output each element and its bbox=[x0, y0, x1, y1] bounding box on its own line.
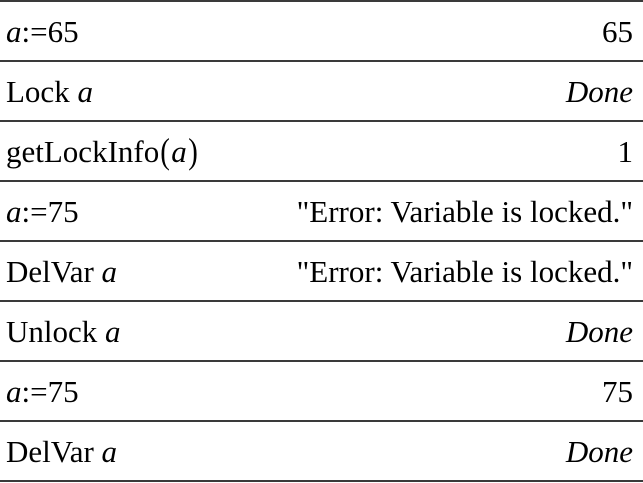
result-value: 65 bbox=[602, 13, 633, 49]
close-paren: ) bbox=[187, 131, 198, 171]
entry-expression: Unlock a bbox=[0, 316, 121, 347]
assignment: :=65 bbox=[21, 13, 79, 49]
command-name: DelVar bbox=[6, 433, 102, 469]
variable-name: a bbox=[77, 73, 93, 109]
error-message: "Error: Variable is locked." bbox=[296, 193, 633, 229]
result-value: Done bbox=[565, 313, 633, 349]
history-row[interactable]: Lock a Done bbox=[0, 60, 643, 120]
entry-expression: Lock a bbox=[0, 76, 93, 107]
command-name: DelVar bbox=[6, 253, 102, 289]
assignment: :=75 bbox=[21, 373, 79, 409]
result-value: Done bbox=[565, 433, 633, 469]
entry-expression: a:=65 bbox=[0, 16, 79, 47]
history-row[interactable]: DelVar a Done bbox=[0, 420, 643, 482]
variable-name: a bbox=[171, 134, 187, 169]
variable-name: a bbox=[6, 13, 22, 49]
history-row[interactable]: Unlock a Done bbox=[0, 300, 643, 360]
result-value: 1 bbox=[617, 133, 634, 169]
history-row[interactable]: a:=75 75 bbox=[0, 360, 643, 420]
variable-name: a bbox=[6, 373, 22, 409]
result-value: Done bbox=[565, 73, 633, 109]
variable-name: a bbox=[101, 433, 118, 469]
result-value: 75 bbox=[602, 373, 633, 409]
history-row[interactable]: DelVar a "Error: Variable is locked." bbox=[0, 240, 643, 300]
open-paren: ( bbox=[160, 131, 171, 171]
history-row[interactable]: a:=65 65 bbox=[0, 0, 643, 60]
variable-name: a bbox=[101, 253, 118, 289]
history-row[interactable]: a:=75 "Error: Variable is locked." bbox=[0, 180, 643, 240]
command-name: Lock bbox=[6, 73, 78, 109]
history-row[interactable]: getLockInfo(a) 1 bbox=[0, 120, 643, 180]
assignment: :=75 bbox=[21, 193, 79, 229]
command-name: getLockInfo bbox=[6, 134, 160, 169]
error-message: "Error: Variable is locked." bbox=[296, 253, 633, 289]
entry-expression: DelVar a bbox=[0, 436, 117, 467]
entry-expression: a:=75 bbox=[0, 196, 79, 227]
command-name: Unlock bbox=[6, 313, 106, 349]
entry-expression: getLockInfo(a) bbox=[0, 133, 199, 169]
variable-name: a bbox=[6, 193, 22, 229]
variable-name: a bbox=[105, 313, 121, 349]
entry-expression: a:=75 bbox=[0, 376, 79, 407]
entry-expression: DelVar a bbox=[0, 256, 117, 287]
